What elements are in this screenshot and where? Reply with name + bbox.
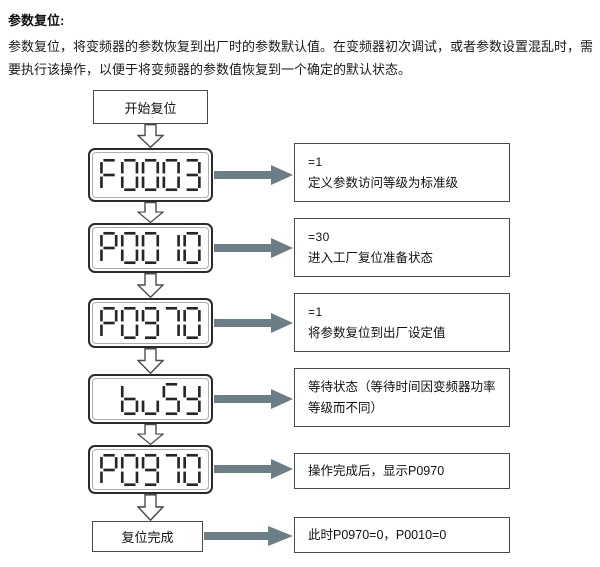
right-arrow-icon [204, 526, 293, 546]
step-desc: 将参数复位到出厂设定值 [308, 325, 446, 340]
display-lcd [92, 449, 209, 490]
down-arrow-icon [137, 494, 164, 521]
flow-node-end: 复位完成 [92, 521, 203, 552]
step-value: =30 [308, 229, 330, 244]
display-P0970 [88, 298, 213, 348]
step-value: =1 [308, 154, 323, 169]
right-arrow-icon [214, 459, 293, 479]
display-lcd [92, 378, 209, 420]
end-desc: 此时P0970=0，P0010=0 [308, 527, 447, 542]
right-arrow-icon [214, 389, 293, 409]
right-arrow-icon [214, 165, 293, 185]
step-desc: 操作完成后，显示P0970 [308, 463, 445, 478]
desc-box-f0003: =1 定义参数访问等级为标准级 [294, 143, 510, 202]
display-busy [88, 374, 213, 424]
desc-box-p0970-final: 操作完成后，显示P0970 [294, 453, 510, 489]
step-desc: 等待状态（等待时间因变频器功率等级而不同） [308, 379, 496, 415]
step-desc: 进入工厂复位准备状态 [308, 250, 434, 265]
down-arrow-icon [137, 202, 164, 223]
down-arrow-icon [137, 273, 164, 298]
display-lcd [92, 227, 209, 269]
flow-node-end-label: 复位完成 [121, 530, 174, 545]
display-lcd [92, 302, 209, 344]
display-P0970-final [88, 445, 213, 494]
down-arrow-icon [137, 424, 164, 445]
intro-paragraph: 参数复位，将变频器的参数恢复到出厂时的参数默认值。在变频器初次调试，或者参数设置… [8, 39, 594, 77]
right-arrow-icon [214, 313, 293, 333]
step-desc: 定义参数访问等级为标准级 [308, 175, 459, 190]
right-arrow-icon [214, 238, 293, 258]
display-F0003 [88, 148, 213, 202]
desc-box-p0010: =30 进入工厂复位准备状态 [294, 218, 510, 277]
flow-node-start-label: 开始复位 [124, 100, 177, 116]
desc-box-end: 此时P0970=0，P0010=0 [294, 517, 510, 553]
page-title: 参数复位: [8, 13, 65, 28]
flow-node-start: 开始复位 [93, 90, 208, 124]
display-P0010 [88, 223, 213, 273]
desc-box-busy: 等待状态（等待时间因变频器功率等级而不同） [294, 368, 510, 427]
down-arrow-icon [137, 124, 164, 148]
down-arrow-icon [137, 348, 164, 374]
display-lcd [92, 152, 209, 198]
step-value: =1 [308, 304, 323, 319]
desc-box-p0970: =1 将参数复位到出厂设定值 [294, 293, 510, 352]
